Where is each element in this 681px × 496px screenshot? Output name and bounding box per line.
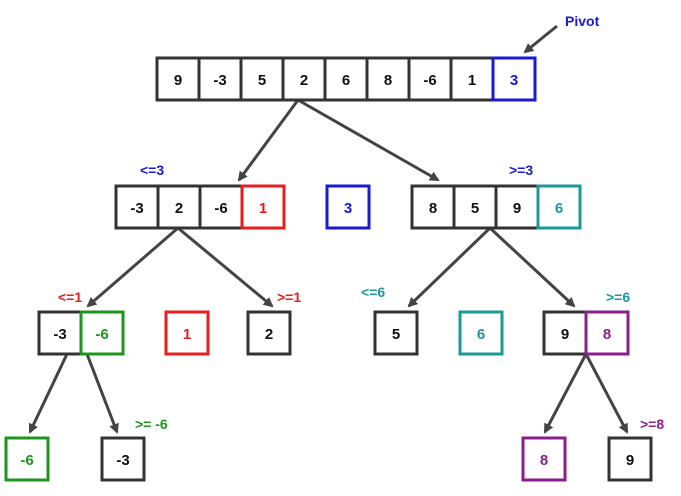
array-cell bbox=[410, 184, 456, 230]
cell-value: 1 bbox=[183, 326, 191, 343]
array-cell bbox=[536, 184, 582, 230]
array-node-r-left: 5 bbox=[373, 310, 419, 356]
array-cell bbox=[79, 310, 125, 356]
tree-arrow bbox=[28, 353, 69, 434]
cell-value: -3 bbox=[53, 326, 66, 343]
tree-arrow bbox=[177, 226, 274, 308]
cell-value: 9 bbox=[513, 200, 521, 217]
array-node-left: -3 2 -6 1 bbox=[114, 184, 286, 230]
cell-value: 8 bbox=[429, 200, 437, 217]
array-cell bbox=[373, 310, 419, 356]
cell-value: 6 bbox=[555, 200, 563, 217]
cell-value: 9 bbox=[626, 452, 634, 469]
partition-label-l-right: >=1 bbox=[277, 289, 301, 305]
cell-value: 9 bbox=[174, 72, 182, 89]
cell-value: 6 bbox=[342, 72, 350, 89]
array-cell bbox=[607, 436, 653, 482]
pivot-arrow bbox=[523, 24, 558, 54]
pivot-label: Pivot bbox=[565, 13, 600, 29]
tree-arrow bbox=[543, 353, 588, 434]
cell-value: 8 bbox=[384, 72, 392, 89]
cell-value: 1 bbox=[468, 72, 476, 89]
array-cell bbox=[198, 184, 244, 230]
cell-value: -3 bbox=[130, 200, 143, 217]
cell-value: -3 bbox=[116, 452, 129, 469]
partition-label-r-left: <=6 bbox=[361, 284, 385, 300]
cell-value: 1 bbox=[259, 200, 267, 217]
array-cell bbox=[100, 436, 146, 482]
partition-label-right: >=3 bbox=[509, 162, 533, 178]
array-node-pivot-mid: 3 bbox=[325, 184, 371, 230]
cell-value: 8 bbox=[603, 326, 611, 343]
array-cell bbox=[114, 184, 160, 230]
cell-value: -6 bbox=[423, 72, 436, 89]
cell-value: 2 bbox=[300, 72, 308, 89]
cell-value: 2 bbox=[175, 200, 183, 217]
array-cell bbox=[4, 436, 50, 482]
array-cell bbox=[197, 56, 243, 102]
array-node-ll-right: -3 bbox=[100, 436, 146, 482]
array-cell bbox=[156, 184, 202, 230]
array-cell bbox=[155, 56, 201, 102]
array-node-l-right: 2 bbox=[246, 310, 292, 356]
cell-value: -6 bbox=[214, 200, 227, 217]
cell-value: 5 bbox=[392, 326, 400, 343]
tree-arrow bbox=[237, 99, 300, 182]
cell-value: 2 bbox=[265, 326, 273, 343]
cell-value: 8 bbox=[540, 452, 548, 469]
partition-label-left: <=3 bbox=[140, 162, 164, 178]
cell-value: 5 bbox=[471, 200, 479, 217]
array-cell bbox=[246, 310, 292, 356]
array-cell bbox=[365, 56, 411, 102]
array-node-right: 8 5 9 6 bbox=[410, 184, 582, 230]
tree-arrow bbox=[584, 353, 629, 434]
tree-arrow bbox=[86, 226, 179, 308]
array-cell bbox=[323, 56, 369, 102]
array-cell bbox=[240, 184, 286, 230]
array-cell bbox=[491, 56, 537, 102]
cell-value: 3 bbox=[344, 200, 352, 217]
partition-label-l-left: <=1 bbox=[58, 289, 82, 305]
array-node-rr-left: 8 bbox=[521, 436, 567, 482]
partition-label-rr-right: >=8 bbox=[640, 416, 664, 432]
cell-value: 3 bbox=[510, 72, 518, 89]
array-node-r-pivot: 6 bbox=[458, 310, 504, 356]
array-node-ll-left: -6 bbox=[4, 436, 50, 482]
cell-value: 6 bbox=[477, 326, 485, 343]
array-node-l-pivot: 1 bbox=[164, 310, 210, 356]
array-node-root: 9 -3 5 2 6 8 -6 1 3 bbox=[155, 56, 537, 102]
cell-value: 9 bbox=[561, 326, 569, 343]
partition-label-r-right: >=6 bbox=[606, 289, 630, 305]
array-node-rr-right: 9 bbox=[607, 436, 653, 482]
array-node-l-left: -3 -6 bbox=[37, 310, 125, 356]
array-cell bbox=[521, 436, 567, 482]
array-cell bbox=[239, 56, 285, 102]
array-cell bbox=[164, 310, 210, 356]
tree-arrow bbox=[488, 226, 576, 308]
tree-arrow bbox=[85, 353, 119, 434]
cell-value: -6 bbox=[95, 326, 108, 343]
cell-value: -3 bbox=[213, 72, 226, 89]
cell-value: -6 bbox=[20, 452, 33, 469]
array-cell bbox=[325, 184, 371, 230]
array-cell bbox=[452, 184, 498, 230]
partition-labels: <=3 >=3 <=1 >=1 <=6 >=6 >= -6 >=8 Pivot bbox=[58, 13, 664, 432]
cell-value: 5 bbox=[258, 72, 266, 89]
partition-label-ll-right: >= -6 bbox=[135, 416, 168, 432]
tree-edges bbox=[28, 98, 629, 434]
tree-arrow bbox=[407, 226, 492, 308]
array-cell bbox=[584, 310, 630, 356]
array-cell bbox=[458, 310, 504, 356]
array-cell bbox=[407, 56, 453, 102]
tree-arrow bbox=[297, 98, 440, 182]
array-cell bbox=[37, 310, 83, 356]
